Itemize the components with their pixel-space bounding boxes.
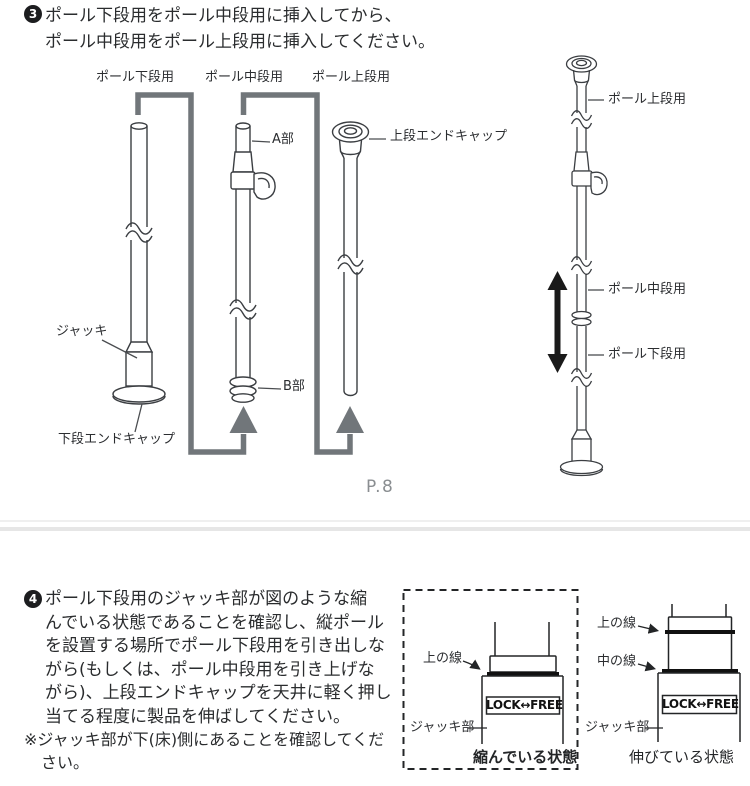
page-reference: P.8: [366, 477, 395, 497]
step-3-number-badge: 3: [24, 5, 42, 23]
assembled-lower-pole-label: ポール下段用: [608, 347, 687, 362]
assembled-upper-pole-label: ポール上段用: [608, 92, 687, 107]
insert-path-lower-to-middle: [135, 92, 247, 455]
extended-jack-drawing: [637, 604, 741, 742]
extend-arrow-icon: [547, 271, 568, 373]
step-4-line-4: がら(もしくは、ポール中段用を引き上げな: [45, 659, 375, 680]
lower-end-cap-label: 下段エンドキャップ: [58, 432, 176, 447]
leader-lines: [101, 99, 604, 433]
insert-arrow-icon: [336, 406, 364, 433]
upper-end-cap-label: 上段エンドキャップ: [390, 129, 508, 144]
lock-free-badge-compressed: LOCK↔FREE: [486, 698, 563, 712]
step-3-line-2: ポール中段用をポール上段用に挿入してください。: [45, 32, 435, 52]
lock-free-badge-extended: LOCK↔FREE: [662, 697, 739, 711]
pole-assembly-diagram: [101, 55, 608, 477]
lower-pole-label: ポール下段用: [96, 70, 175, 85]
compressed-state-caption: 縮んでいる状態: [473, 748, 578, 766]
step-4-line-6: 当てる程度に製品を伸ばしてください。: [45, 706, 350, 727]
jack-part-label-compressed: ジャッキ部: [410, 720, 475, 735]
upper-pole-drawing: [331, 121, 370, 397]
step-4-note: ※ジャッキ部が下(床)側にあることを確認してくだ さい。: [24, 728, 384, 774]
step-4-text: 4 ポール下段用のジャッキ部が図のような縮 んでいる状態であることを確認し、縦ポ…: [24, 588, 392, 729]
step-3-line-1: ポール下段用をポール中段用に挿入してから、: [45, 6, 402, 26]
note-line-1: ※ジャッキ部が下(床)側にあることを確認してくだ: [24, 730, 385, 749]
jack-label: ジャッキ: [56, 324, 108, 339]
middle-pole-drawing: [229, 122, 276, 403]
upper-line-label-extended: 上の線: [597, 616, 637, 631]
jack-state-diagram: [402, 589, 741, 770]
insert-arrow-icon: [229, 406, 258, 433]
assembled-middle-pole-label: ポール中段用: [608, 282, 687, 297]
extended-state-caption: 伸びている状態: [629, 748, 735, 766]
step-4-number-badge: 4: [24, 590, 42, 608]
assembled-pole-drawing: [559, 55, 608, 477]
note-line-2: さい。: [41, 753, 90, 772]
step-4-line-2: んでいる状態であることを確認し、縦ポール: [45, 612, 384, 633]
compressed-state-frame: [402, 589, 579, 770]
middle-pole-label: ポール中段用: [205, 70, 284, 85]
step-4-line-5: がら)、上段エンドキャップを天井に軽く押し: [45, 683, 392, 703]
step-3-text: 3 ポール下段用をポール中段用に挿入してから、 ポール中段用をポール上段用に挿入…: [24, 3, 435, 55]
part-a-label: A部: [272, 132, 294, 147]
section-divider-line: [0, 520, 750, 522]
upper-line-label-compressed: 上の線: [423, 651, 463, 666]
section-divider-line: [0, 527, 750, 531]
step-4-line-3: を設置する場所でポール下段用を引き出しな: [45, 636, 385, 656]
lower-pole-drawing: [112, 122, 166, 405]
insert-path-middle-to-upper: [240, 92, 353, 455]
middle-line-label-extended: 中の線: [597, 654, 637, 669]
upper-pole-label: ポール上段用: [312, 70, 391, 85]
compressed-jack-drawing: [462, 622, 564, 744]
jack-part-label-extended: ジャッキ部: [585, 720, 650, 735]
part-b-label: B部: [283, 379, 305, 394]
step-4-line-1: ポール下段用のジャッキ部が図のような縮: [45, 589, 368, 609]
